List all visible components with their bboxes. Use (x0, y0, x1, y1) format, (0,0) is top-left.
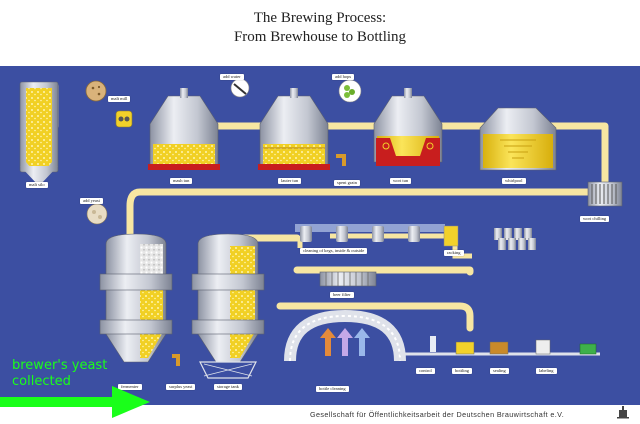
label-control: control (416, 368, 435, 374)
label-spent-grain: spent grain (334, 180, 360, 186)
label-add-hops: add hops (332, 74, 355, 80)
malt-silo (19, 81, 59, 186)
label-bottle-cleaning: bottle cleaning (316, 386, 349, 392)
wort-tun (373, 88, 443, 166)
label-storage-tank: storage tank (214, 384, 242, 390)
label-wort-tun: wort tun (390, 178, 412, 184)
green-arrow-icon (0, 386, 150, 418)
label-lauter-tun: lauter tun (278, 178, 302, 184)
bottling-line (400, 336, 600, 356)
label-labeling: labeling (536, 368, 557, 374)
title-line-2: From Brewhouse to Bottling (233, 29, 407, 45)
malt-mill (85, 80, 133, 128)
label-beer-filter: beer filter (330, 292, 354, 298)
mash-tun (148, 88, 220, 170)
label-surplus-yeast: surplus yeast (166, 384, 196, 390)
yeast-icon (86, 203, 108, 225)
wort-chiller (587, 181, 623, 207)
label-add-water: add water (220, 74, 244, 80)
label-fermenter: fermenter (118, 384, 142, 390)
surplus-yeast-pipe (172, 354, 180, 366)
label-mash-tun: mash tun (170, 178, 193, 184)
title-line-1: The Brewing Process: (253, 10, 387, 26)
diagram-artwork (19, 78, 623, 379)
label-wort-chilling: wort chilling (580, 216, 610, 222)
footer-organization-text: Gesellschaft für Öffentlichkeitsarbeit d… (310, 410, 565, 419)
label-cleaning-kegs: cleaning of kegs, inside & outside (300, 248, 368, 254)
brewing-process-diagram: malt silo malt mill add water add hops m… (0, 66, 640, 405)
bottle-cleaning-carousel (284, 309, 406, 362)
annotation-line-1: brewer's yeast (12, 358, 108, 373)
label-add-yeast: add yeast (80, 198, 103, 204)
hops-icon (338, 79, 362, 103)
label-sealing: sealing (490, 368, 509, 374)
water-tap-icon (230, 78, 250, 98)
brewery-logo-icon (617, 406, 629, 419)
label-whirlpool: whirlpool (502, 178, 526, 184)
annotation-line-2: collected (12, 374, 71, 389)
beer-filter-unit (319, 271, 377, 287)
label-malt-silo: malt silo (26, 182, 48, 188)
lauter-tun (258, 88, 346, 170)
label-malt-mill: malt mill (108, 96, 131, 102)
storage-tank (191, 233, 265, 379)
yeast-collected-annotation: brewer's yeast collected (12, 358, 107, 390)
keg-cleaning-line (295, 224, 536, 250)
label-bottling: bottling (452, 368, 473, 374)
fermenter-tank (99, 233, 173, 363)
label-racking: racking (444, 250, 464, 256)
whirlpool (479, 107, 557, 171)
